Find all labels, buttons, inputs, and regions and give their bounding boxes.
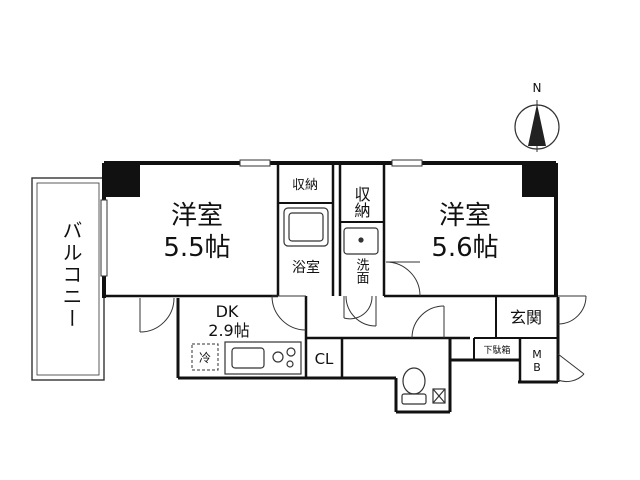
door-swing-mb xyxy=(557,373,585,383)
basin-drain-icon xyxy=(358,237,364,243)
toilet xyxy=(401,367,446,405)
toilet-bowl-icon xyxy=(402,367,426,395)
door-swing-entrance xyxy=(557,295,587,325)
counter-outline xyxy=(224,341,302,375)
dk-name: DK xyxy=(216,302,239,321)
stove-burner-icon xyxy=(286,347,296,357)
bathtub xyxy=(283,207,329,247)
north-arrow-icon xyxy=(528,104,546,146)
shoe-box-label: 下駄箱 xyxy=(483,344,510,356)
door-swing-west-bedroom xyxy=(271,295,307,331)
bathtub-outer xyxy=(283,207,329,247)
balcony-inner-line xyxy=(36,182,100,376)
entrance-label: 玄関 xyxy=(510,308,542,327)
bathtub-inner xyxy=(288,212,324,242)
dk-size: 2.9帖 xyxy=(208,321,249,340)
refrigerator-label: 冷 xyxy=(199,351,211,365)
toilet-tank xyxy=(401,393,427,405)
kitchen-counter xyxy=(224,341,302,375)
exterior-walls xyxy=(102,161,560,414)
west-bedroom-name: 洋室 xyxy=(171,201,223,231)
balcony-label: バルコニー xyxy=(59,220,83,330)
storage-right-label-col1: 収納 xyxy=(352,186,371,219)
closet-label: CL xyxy=(315,350,334,368)
bathroom-label: 浴室 xyxy=(292,259,320,276)
window-top-east xyxy=(391,159,423,167)
door-swing-balcony xyxy=(139,297,175,333)
compass-north-label: N xyxy=(533,81,542,95)
doors xyxy=(139,261,587,383)
column-west xyxy=(104,163,140,197)
windows xyxy=(100,159,423,277)
stove-burner-icon xyxy=(272,351,284,363)
window-top-west xyxy=(239,159,271,167)
wash-basin xyxy=(343,227,379,255)
sink-icon xyxy=(231,347,265,369)
refrigerator-space xyxy=(191,343,219,371)
east-bedroom-size: 5.6帖 xyxy=(431,233,498,263)
east-bedroom-name: 洋室 xyxy=(439,201,491,231)
toilet-cabinet-cross xyxy=(432,388,446,404)
door-swing-toilet xyxy=(411,305,445,339)
interior-walls xyxy=(104,163,558,382)
meter-box-label: MB xyxy=(531,348,544,374)
stove-burner-icon xyxy=(286,360,294,368)
west-bedroom-size: 5.5帖 xyxy=(163,233,230,263)
column-east xyxy=(522,163,556,197)
storage-left-label: 収納 xyxy=(292,178,318,193)
window-balcony xyxy=(100,199,108,277)
door-swing-washroom xyxy=(343,295,373,320)
washroom-label: 洗面 xyxy=(354,258,370,284)
door-leaf-mb xyxy=(557,353,585,375)
toilet-cabinet-icon xyxy=(432,388,446,404)
door-swing-east-bedroom xyxy=(385,261,421,297)
balcony: バルコニー xyxy=(31,177,105,381)
compass: N xyxy=(514,81,560,152)
door-swing-corridor xyxy=(345,295,377,327)
basin-counter xyxy=(343,227,379,255)
